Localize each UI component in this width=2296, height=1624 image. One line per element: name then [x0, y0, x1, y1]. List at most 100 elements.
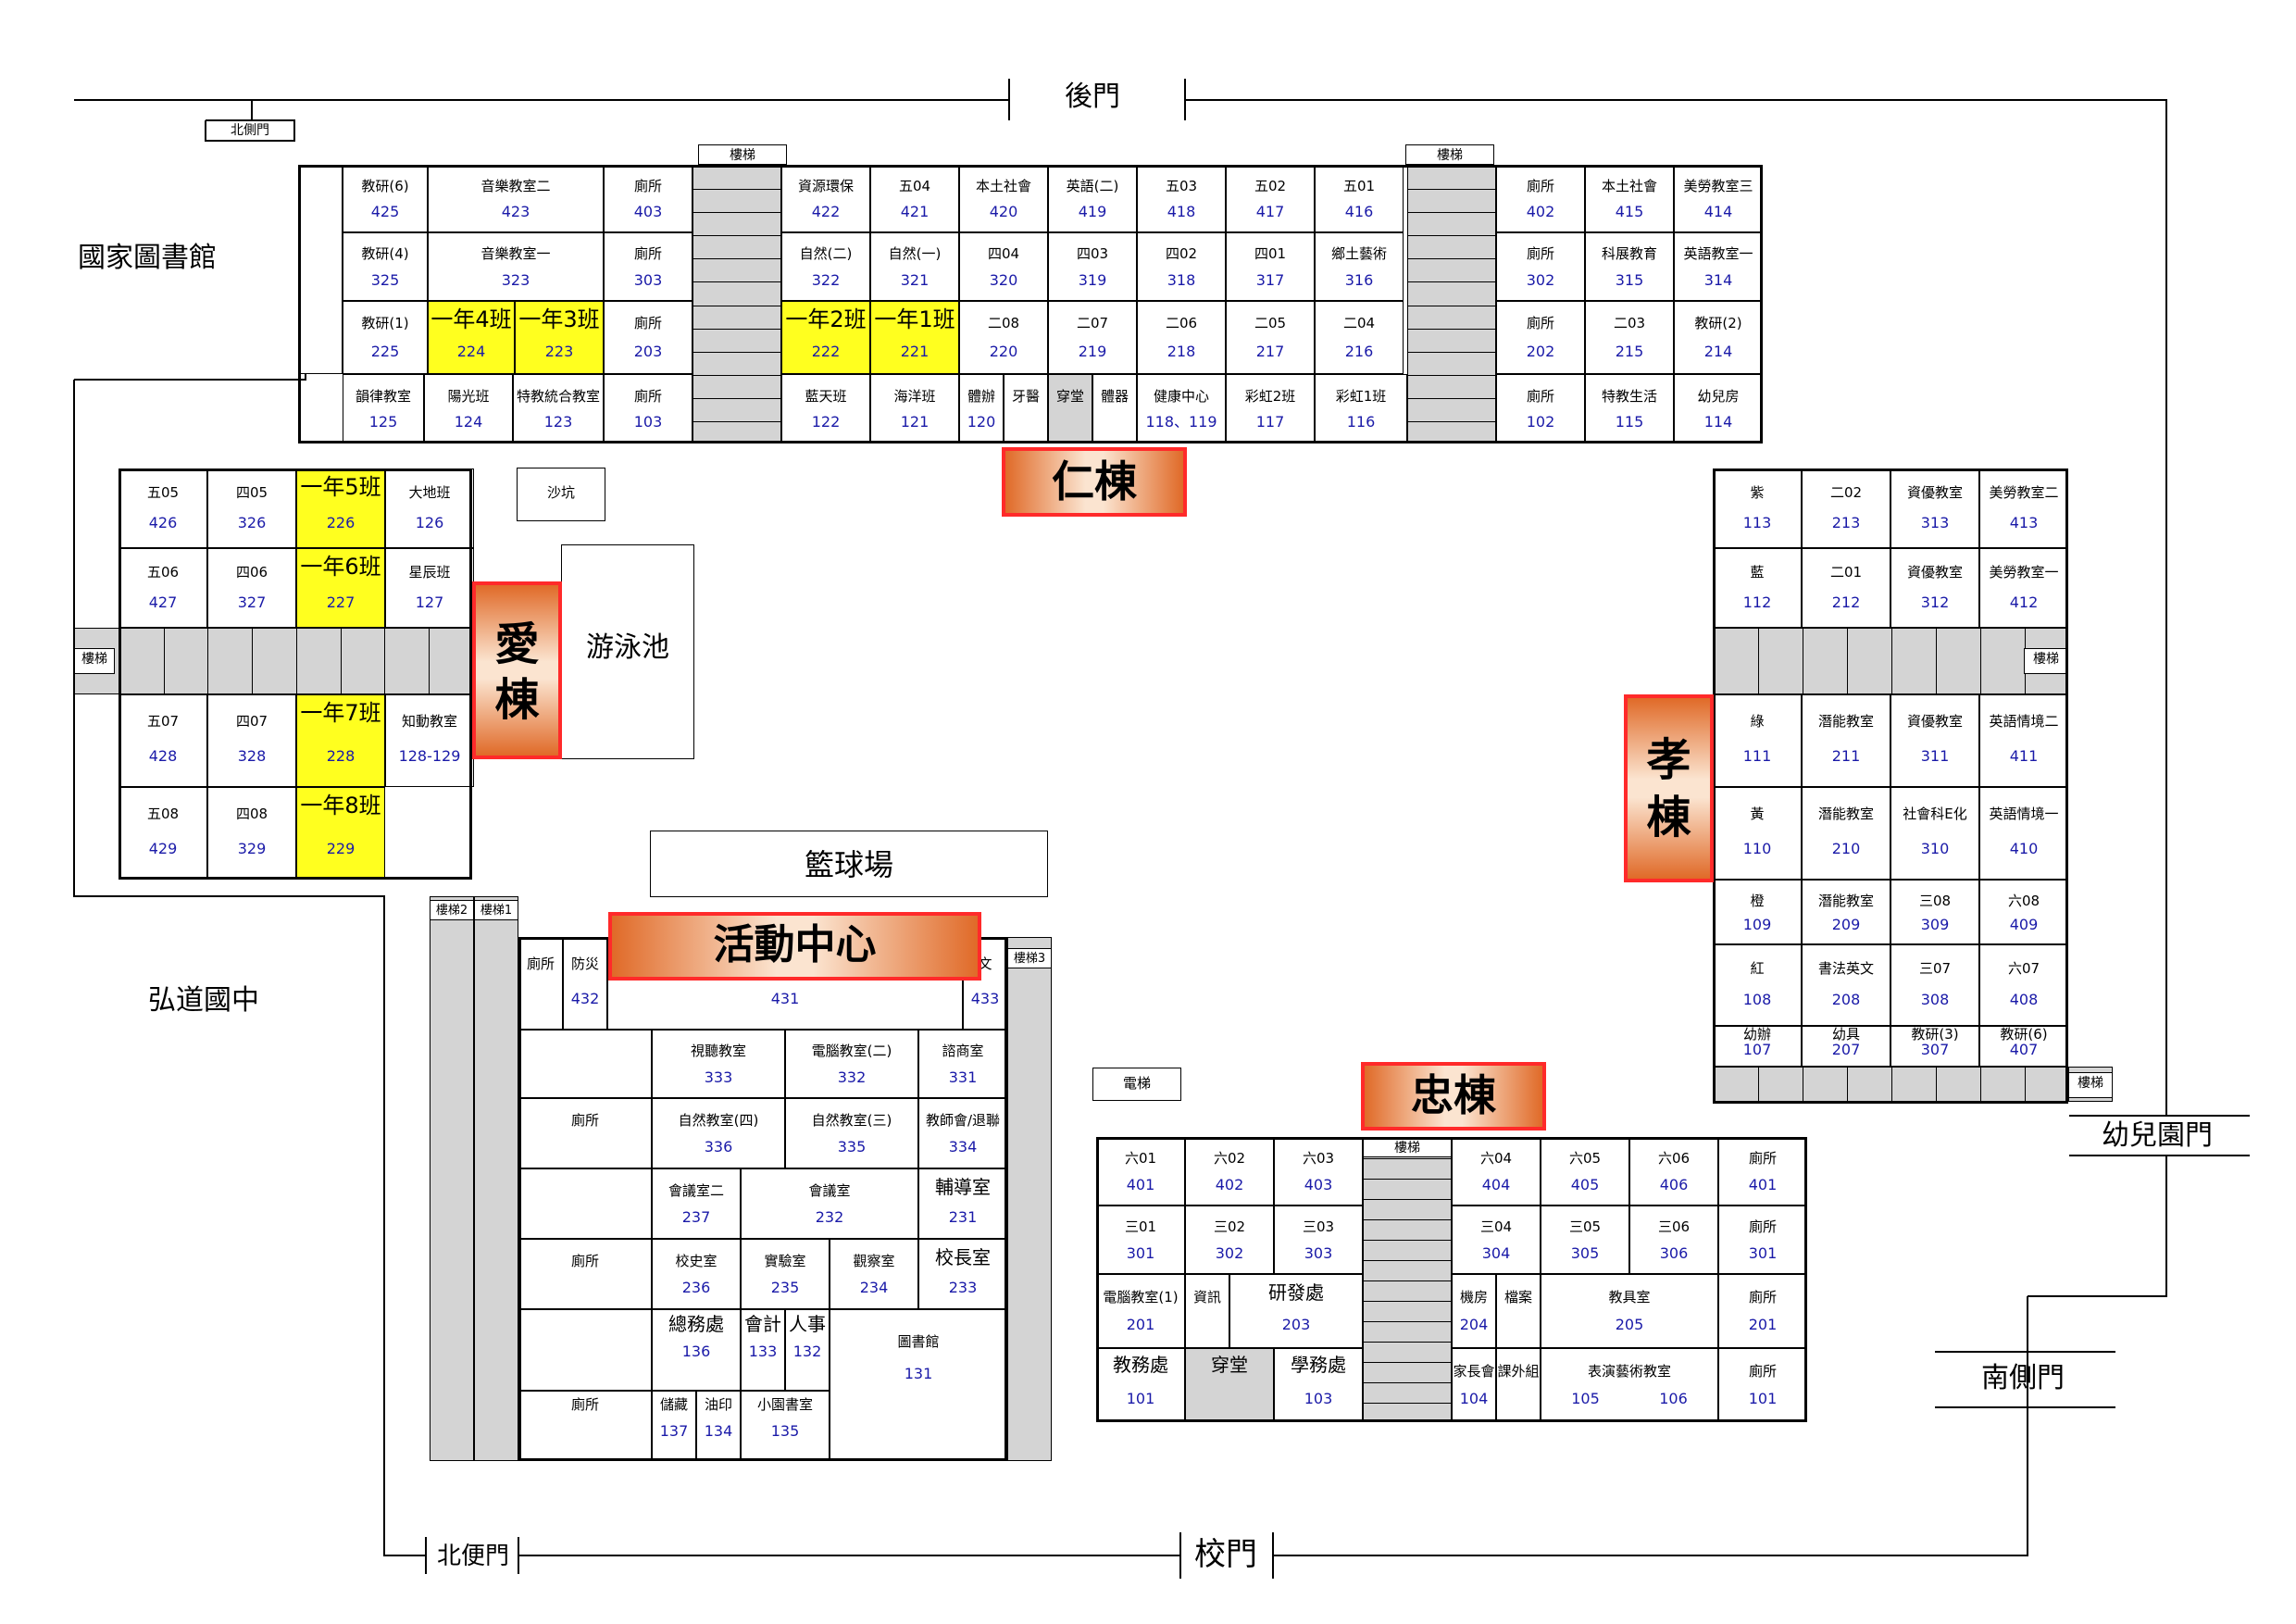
room-name: 教師會/退聯: [925, 1111, 1001, 1129]
xiao-stairs: [1713, 628, 2068, 694]
room-number: 326: [237, 513, 267, 531]
room-name: 藍天班: [805, 387, 847, 405]
zhong-room2-1: 資訊: [1185, 1274, 1229, 1348]
room-number: 419: [1078, 203, 1107, 221]
room-name: 英語情境一: [1989, 805, 2059, 822]
room-name: 六07: [2007, 960, 2040, 978]
room-name: 三06: [1657, 1218, 1691, 1236]
stair-step: [693, 212, 780, 214]
stair-step: [1364, 1382, 1451, 1383]
room-number: 203: [1281, 1316, 1311, 1334]
room-number: 406: [1659, 1175, 1689, 1193]
room-name: 檔案: [1504, 1288, 1532, 1305]
room-name: 特教統合教室: [516, 387, 600, 405]
room-name: 潛能教室: [1817, 892, 1874, 909]
room-name: 自然(二): [799, 245, 853, 263]
room-name: 四06: [235, 563, 268, 581]
room-number: 224: [456, 342, 486, 360]
room-name: 三05: [1568, 1218, 1602, 1236]
room-name: 三08: [1918, 892, 1952, 909]
ac-room-wc4: 廁所: [518, 937, 563, 1030]
stair-step: [1847, 1068, 1848, 1101]
ac-wc-2: 廁所: [518, 1239, 652, 1309]
room-name: 韻律教室: [355, 387, 411, 405]
stair-step: [693, 189, 780, 191]
room-number: 411: [2009, 746, 2039, 765]
room-name: 會議室: [808, 1181, 851, 1199]
room-number: 428: [148, 746, 178, 765]
xiao-stairs-bottom-label: 樓梯: [2068, 1072, 2113, 1098]
stair-step: [1364, 1362, 1451, 1363]
ren-room-224: 一年4班 224: [428, 301, 515, 374]
room-number: 301: [1126, 1243, 1155, 1262]
room-name: 教務處: [1113, 1354, 1168, 1376]
ac-wc-3: 廁所: [518, 1098, 652, 1168]
room-name: 一年4班: [430, 306, 512, 332]
room-number: 302: [1215, 1243, 1244, 1262]
label-text: 樓梯: [1437, 148, 1463, 163]
room-name: 二03: [1613, 315, 1646, 332]
room-number: 322: [811, 270, 841, 289]
ai-stairs-label: 樓梯: [74, 648, 115, 674]
room-name: 廁所: [1526, 315, 1554, 332]
room-number: 423: [501, 203, 530, 221]
pool-label: 游泳池: [586, 631, 669, 664]
stair-step: [1758, 1068, 1759, 1101]
room-number: 316: [1344, 270, 1374, 289]
room-name: 一年7班: [300, 700, 381, 726]
room-number: 227: [326, 593, 356, 611]
room-name: 家長會: [1453, 1362, 1495, 1380]
room-number: 209: [1831, 916, 1861, 934]
room-number: 114: [1703, 413, 1733, 431]
room-number: 218: [1167, 342, 1196, 360]
stair-step: [1408, 374, 1495, 376]
room-name: 總務處: [668, 1313, 724, 1335]
ac-stairs2-label: 樓梯2: [430, 900, 474, 920]
room-name: 科展教育: [1601, 245, 1657, 263]
room-name: 五06: [146, 563, 180, 581]
room-name: 廁所: [1526, 387, 1554, 405]
stair-step: [1758, 629, 1759, 693]
room-number: 431: [770, 989, 800, 1007]
room-name: 橙: [1750, 892, 1765, 909]
room-name: 六03: [1302, 1150, 1335, 1168]
room-number: 402: [1526, 203, 1555, 221]
room-number: 121: [900, 413, 930, 431]
room-name: 二02: [1829, 483, 1863, 501]
stair-step: [693, 281, 780, 283]
room-number: 404: [1481, 1175, 1511, 1193]
room-name: 三01: [1124, 1218, 1157, 1236]
room-number: 408: [2009, 990, 2039, 1008]
xiao-stairs-bottom: [1713, 1067, 2068, 1102]
room-number: 415: [1615, 203, 1644, 221]
room-name: 資優教室: [1906, 712, 1963, 730]
room-name: 五02: [1254, 178, 1287, 195]
room-number: 102: [1526, 413, 1555, 431]
